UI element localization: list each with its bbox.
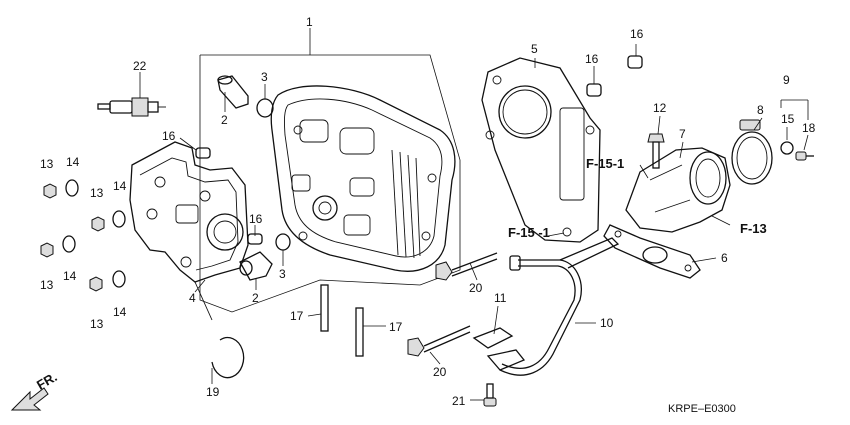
valve-guide-lower[interactable] [239,251,273,281]
part-label-11: 11 [494,291,507,305]
part-label-12: 12 [653,101,667,115]
pipe-joint-gasket[interactable] [472,327,514,349]
part-label-6: 6 [721,251,728,265]
o-ring-lower[interactable] [275,233,291,251]
part-label-1: 1 [306,15,313,29]
ref-f13: F-13 [740,221,767,236]
front-direction-arrow-icon [10,387,49,411]
ref-f15-1-intake: F-15-1 [586,156,624,171]
part-label-4: 4 [189,291,196,305]
part-label-18: 18 [802,121,816,135]
part-label-15: 15 [781,112,795,126]
part-label-20-a: 20 [469,281,483,295]
part-label-13-d: 13 [90,317,104,331]
bolt-21[interactable] [483,383,497,407]
cap-nut-set[interactable] [40,183,105,292]
part-label-16-d: 16 [630,27,644,41]
part-label-17-a: 17 [290,309,304,323]
part-label-3-upper: 3 [261,70,268,84]
part-label-2-lower: 2 [252,291,259,305]
ref-f15-1-pipe: F-15 -1 [508,225,550,240]
cylinder-head[interactable] [270,85,456,272]
part-label-19: 19 [206,385,220,399]
part-label-16-c: 16 [585,52,599,66]
reference-callouts: F-15-1 F-15 -1 F-13 [508,156,767,240]
stud-bolt-set[interactable] [320,284,364,357]
part-label-13-b: 13 [90,186,104,200]
part-label-22: 22 [133,59,147,73]
leader-lines [179,44,809,401]
o-ring-upper[interactable] [256,98,274,118]
part-label-2-upper: 2 [221,113,228,127]
part-label-13-c: 13 [40,278,54,292]
part-label-9: 9 [783,73,790,87]
intake-band-clamp[interactable] [731,119,773,185]
breather-pipe[interactable] [499,237,620,376]
part-label-17-b: 17 [389,320,403,334]
intake-pipe[interactable] [625,147,731,233]
part-label-7: 7 [679,127,686,141]
part-label-5: 5 [531,42,538,56]
pipe-flange[interactable] [486,349,526,371]
part-label-13-a: 13 [40,157,54,171]
cylinder-head-group-bracket [199,28,461,313]
part-label-14-b: 14 [113,179,127,193]
part-label-16-b: 16 [249,212,263,226]
washer-set[interactable] [62,179,126,288]
part-label-3-lower: 3 [279,267,286,281]
front-direction-label: FR. [34,369,60,392]
screw-18[interactable] [795,151,814,161]
part-labels: 1 2 2 3 3 4 5 6 7 8 9 10 11 12 13 13 13 … [40,15,816,408]
part-label-20-b: 20 [433,365,447,379]
part-label-14-d: 14 [113,305,127,319]
part-label-14-c: 14 [63,269,77,283]
intake-insulator-gasket[interactable] [603,224,701,279]
part-label-10: 10 [600,316,614,330]
valve-guide-upper[interactable] [217,75,249,109]
part-label-14-a: 14 [66,155,80,169]
diagram-code: KRPE–E0300 [668,403,736,415]
part-label-16-a: 16 [162,129,176,143]
washer-15[interactable] [780,141,794,155]
cylinder-head-gasket[interactable] [481,57,601,243]
circlip[interactable] [211,336,245,379]
flange-bolt-set[interactable] [407,252,498,357]
spark-plug[interactable] [97,72,166,117]
part-label-21: 21 [452,394,466,408]
dowel-pin-set[interactable] [195,55,643,245]
part-label-8: 8 [757,103,764,117]
